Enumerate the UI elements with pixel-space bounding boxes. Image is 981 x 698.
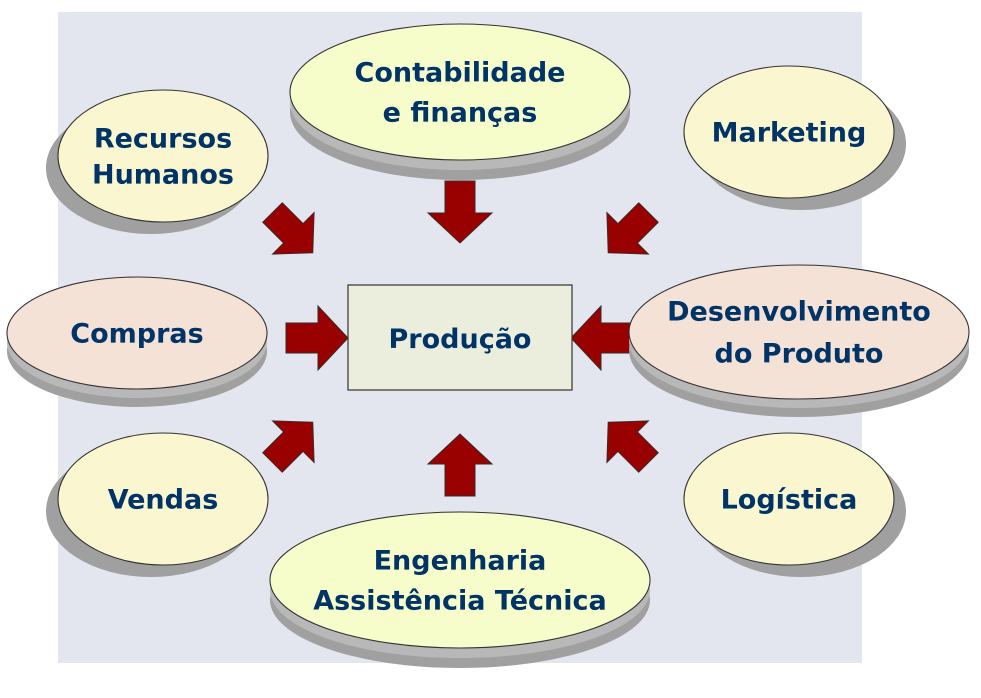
node-ellipse bbox=[269, 511, 651, 649]
node-ellipse bbox=[57, 89, 269, 223]
node-vendas[interactable]: Vendas bbox=[46, 432, 269, 577]
arrow-left-icon bbox=[570, 304, 634, 372]
arrows-layer bbox=[262, 180, 659, 497]
node-desenvolvimento-produto[interactable]: Desenvolvimento do Produto bbox=[628, 264, 970, 417]
node-label: Engenharia bbox=[374, 546, 547, 577]
node-label: Logística bbox=[721, 485, 858, 516]
node-label: do Produto bbox=[715, 339, 884, 370]
arrow-up-left-icon bbox=[606, 420, 659, 473]
arrow-down-icon bbox=[426, 180, 494, 244]
center-node[interactable]: Produção bbox=[347, 284, 573, 391]
node-contabilidade-financas[interactable]: Contabilidade e finanças bbox=[289, 23, 631, 180]
node-label: Contabilidade bbox=[355, 58, 566, 89]
node-label: Vendas bbox=[108, 485, 219, 516]
arrow-up-icon bbox=[426, 433, 494, 497]
node-compras[interactable]: Compras bbox=[6, 276, 268, 407]
node-ellipse bbox=[6, 276, 268, 390]
node-ellipse bbox=[683, 65, 895, 199]
arrow-down-right-icon bbox=[262, 202, 315, 255]
node-logistica[interactable]: Logística bbox=[683, 432, 906, 577]
center-box bbox=[347, 284, 573, 391]
node-label: Marketing bbox=[712, 118, 867, 149]
node-marketing[interactable]: Marketing bbox=[683, 65, 906, 210]
node-ellipse bbox=[683, 432, 895, 566]
node-label: Recursos bbox=[94, 124, 232, 155]
node-label: Assistência Técnica bbox=[313, 586, 607, 617]
node-ellipse bbox=[289, 23, 631, 161]
node-ellipse bbox=[628, 264, 970, 400]
arrow-down-left-icon bbox=[606, 202, 659, 255]
node-ellipse bbox=[57, 432, 269, 566]
node-label: Humanos bbox=[92, 160, 234, 191]
node-label: e finanças bbox=[383, 98, 538, 129]
node-label: Compras bbox=[70, 319, 203, 350]
node-label: Desenvolvimento bbox=[667, 297, 931, 328]
center-label: Produção bbox=[389, 324, 532, 355]
arrow-right-icon bbox=[285, 304, 349, 372]
arrow-up-right-icon bbox=[262, 420, 315, 473]
